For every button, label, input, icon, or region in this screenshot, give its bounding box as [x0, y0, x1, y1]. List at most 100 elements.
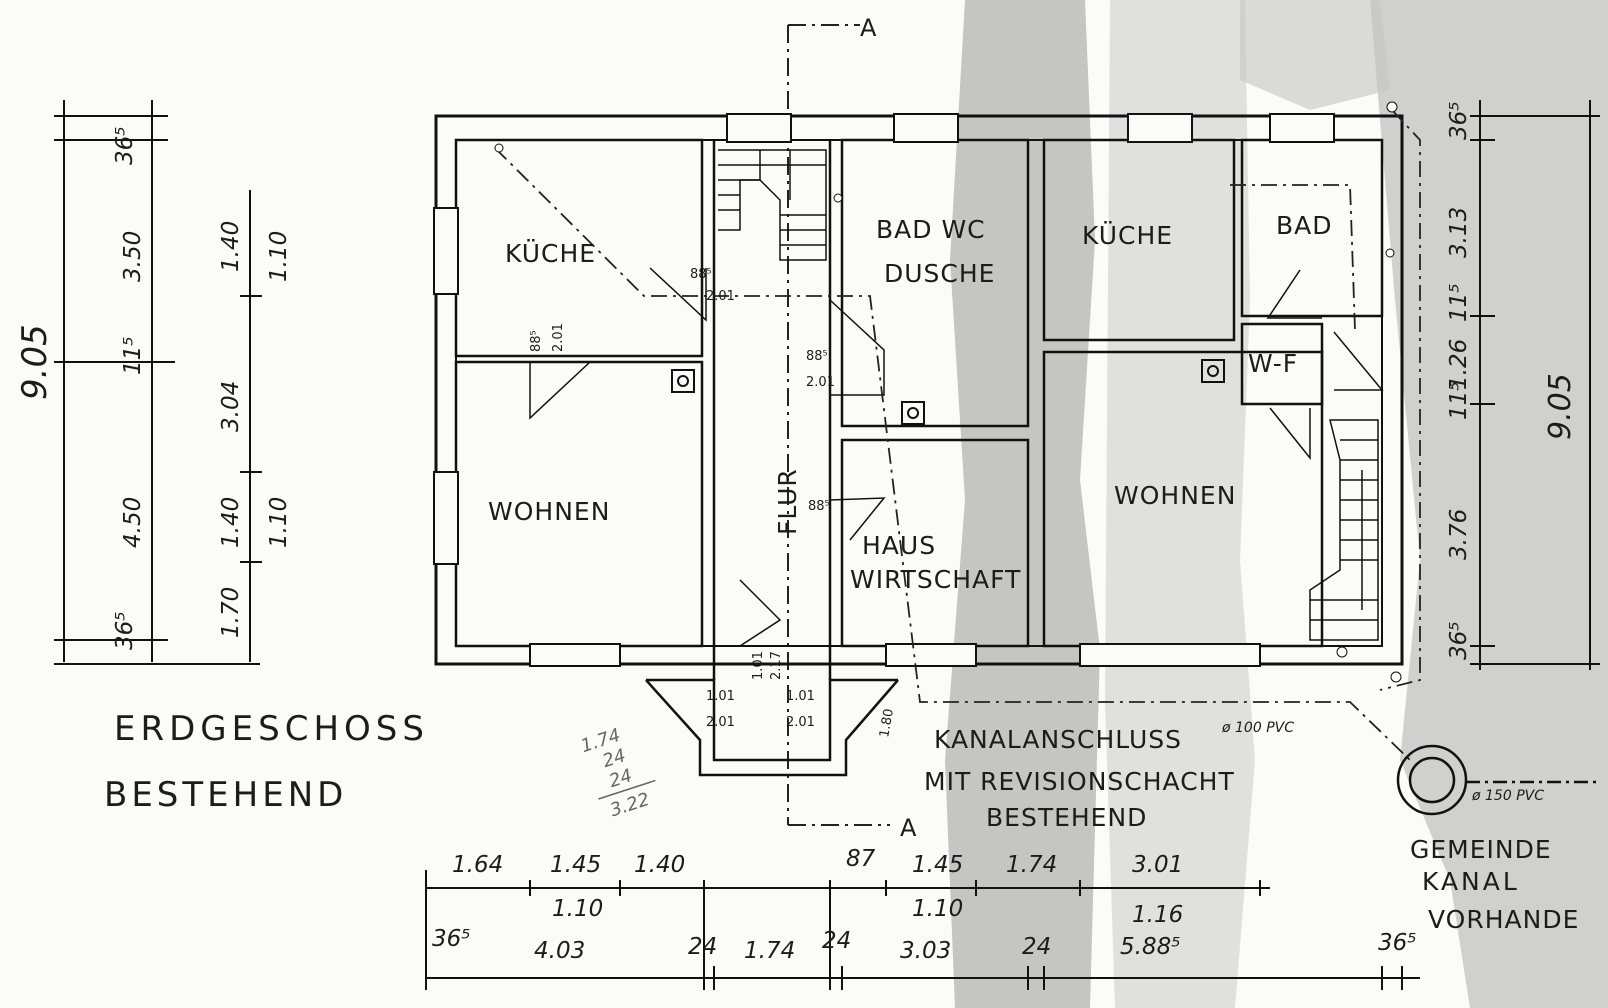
dim-label: 36⁵	[432, 926, 471, 952]
dim-label: 1.10	[912, 896, 963, 922]
right-dimensions: 9.05 36⁵ 3.13 11⁵ 1.26 11⁵ 3.76 36⁵	[1446, 102, 1578, 661]
door-labels: 88⁵ 2.01 88⁵ 2.01 88⁵ 2.01 88⁵ 1.01 2.01…	[529, 267, 897, 739]
door-label: 88⁵	[529, 330, 544, 352]
room-label-wohnen-right: WOHNEN	[1114, 481, 1236, 510]
bottom-dimensions: 1.64 1.45 1.40 87 1.45 1.74 3.01 1.10 1.…	[432, 846, 1417, 964]
dim-label: 4.03	[534, 938, 585, 964]
dim-label: 1.45	[912, 852, 963, 878]
dim-label: 3.50	[120, 231, 146, 282]
entrance-porch	[645, 646, 899, 777]
room-label-kueche-left: KÜCHE	[505, 239, 596, 268]
dim-label: 36⁵	[112, 127, 138, 166]
dim-label: 36⁵	[1446, 102, 1472, 141]
dim-label: 11⁵	[1446, 382, 1472, 421]
room-label-bad-wc: BAD WC	[876, 215, 986, 244]
dim-label: 36⁵	[112, 612, 138, 651]
staircase-right	[1309, 419, 1379, 641]
pipe-label-outer: ø 150 PVC	[1471, 788, 1544, 804]
dim-label: 11⁵	[120, 337, 146, 376]
staircase-top	[718, 149, 827, 261]
sewer-node-icon	[833, 193, 843, 203]
dim-label: 1.10	[266, 497, 292, 548]
dim-label: 24	[1022, 934, 1051, 960]
room-label-wirtschaft: WIRTSCHAFT	[850, 565, 1021, 594]
door-label: 2.17	[769, 651, 784, 680]
sewer-node-icon	[1336, 646, 1348, 658]
gemeinde-note-line2: KANAL	[1422, 867, 1520, 896]
dim-label: 36⁵	[1446, 622, 1472, 661]
door-swings	[529, 267, 1384, 647]
dim-label: 36⁵	[1378, 930, 1417, 956]
kanal-note-line2: MIT REVISIONSCHACHT	[924, 767, 1235, 796]
door-label: 1.01	[706, 689, 735, 704]
dim-label: 3.13	[1446, 207, 1472, 258]
room-labels: KÜCHE WOHNEN BAD WC DUSCHE FLUR HAUS WIR…	[488, 211, 1333, 594]
dimension-lines	[54, 100, 1600, 990]
door-label: 2.01	[806, 375, 835, 390]
door-label: 88⁵	[806, 349, 828, 364]
door-label: 2.01	[551, 323, 566, 352]
door-label: 1.01	[751, 651, 766, 680]
room-label-bad-right: BAD	[1276, 211, 1333, 240]
left-dimensions: 9.05 36⁵ 3.50 11⁵ 4.50 36⁵ 1.40 3.04 1.4…	[15, 127, 292, 651]
section-mark-bottom: A	[900, 814, 917, 842]
revision-shaft-icon	[1396, 744, 1600, 816]
dim-label: 1.45	[550, 852, 601, 878]
dim-label: 3.76	[1446, 509, 1472, 560]
dim-label: 3.01	[1132, 852, 1183, 878]
dim-label: 1.26	[1446, 339, 1472, 390]
dim-label: 24	[688, 934, 717, 960]
gemeinde-note-line1: GEMEINDE	[1410, 835, 1552, 864]
dim-label: 3.03	[900, 938, 951, 964]
dim-label: 24	[822, 928, 851, 954]
dim-total-left: 9.05	[15, 324, 55, 400]
dim-label: 1.10	[552, 896, 603, 922]
room-label-flur: FLUR	[773, 468, 802, 535]
dim-label: 1.64	[452, 852, 503, 878]
dim-label: 5.88⁵	[1120, 934, 1180, 960]
kanal-note-line3: BESTEHEND	[986, 803, 1147, 832]
dim-label: 4.50	[120, 497, 146, 548]
door-label: 1.80	[877, 708, 897, 739]
windows	[433, 113, 1335, 667]
dim-label: 1.40	[218, 221, 244, 272]
dim-label: 1.74	[744, 938, 795, 964]
dim-label: 1.40	[218, 497, 244, 548]
dim-label: 87	[846, 846, 876, 872]
sewer-node-icon	[494, 143, 504, 153]
door-label: 1.01	[786, 689, 815, 704]
kanal-note-line1: KANALANSCHLUSS	[934, 725, 1182, 754]
section-mark-top: A	[860, 14, 877, 42]
dim-label: 1.74	[1006, 852, 1057, 878]
dim-total-right: 9.05	[1543, 373, 1578, 440]
door-label: 88⁵	[808, 499, 830, 514]
dim-label: 11⁵	[1446, 284, 1472, 323]
sewer-node-icon	[1390, 671, 1402, 683]
room-label-wf: W-F	[1248, 349, 1298, 378]
dim-label: 1.10	[266, 231, 292, 282]
dim-label: 1.16	[1132, 902, 1183, 928]
dim-label: 3.04	[218, 381, 244, 432]
sewer-node-icon	[1385, 248, 1395, 258]
room-label-dusche: DUSCHE	[884, 259, 995, 288]
sewer-node-icon	[1386, 101, 1398, 113]
section-line-a	[787, 24, 890, 826]
dim-label: 1.70	[218, 587, 244, 638]
door-label: 2.01	[706, 289, 735, 304]
room-label-wohnen-left: WOHNEN	[488, 497, 610, 526]
gemeinde-note-line3: VORHANDE	[1428, 905, 1579, 934]
sewer-line	[494, 109, 1421, 761]
drawing-title: ERDGESCHOSS	[114, 709, 429, 749]
dim-label: 1.40	[634, 852, 685, 878]
pipe-label-inner: ø 100 PVC	[1221, 720, 1294, 736]
door-label: 2.01	[786, 715, 815, 730]
door-label: 88⁵	[690, 267, 712, 282]
door-label: 2.01	[706, 715, 735, 730]
drawing-subtitle: BESTEHEND	[104, 775, 347, 815]
room-label-kueche-right: KÜCHE	[1082, 221, 1173, 250]
room-label-haus: HAUS	[862, 531, 936, 560]
chimneys	[671, 359, 1225, 425]
handwritten-calculation: 1.74 24 24 3.22	[578, 725, 656, 821]
